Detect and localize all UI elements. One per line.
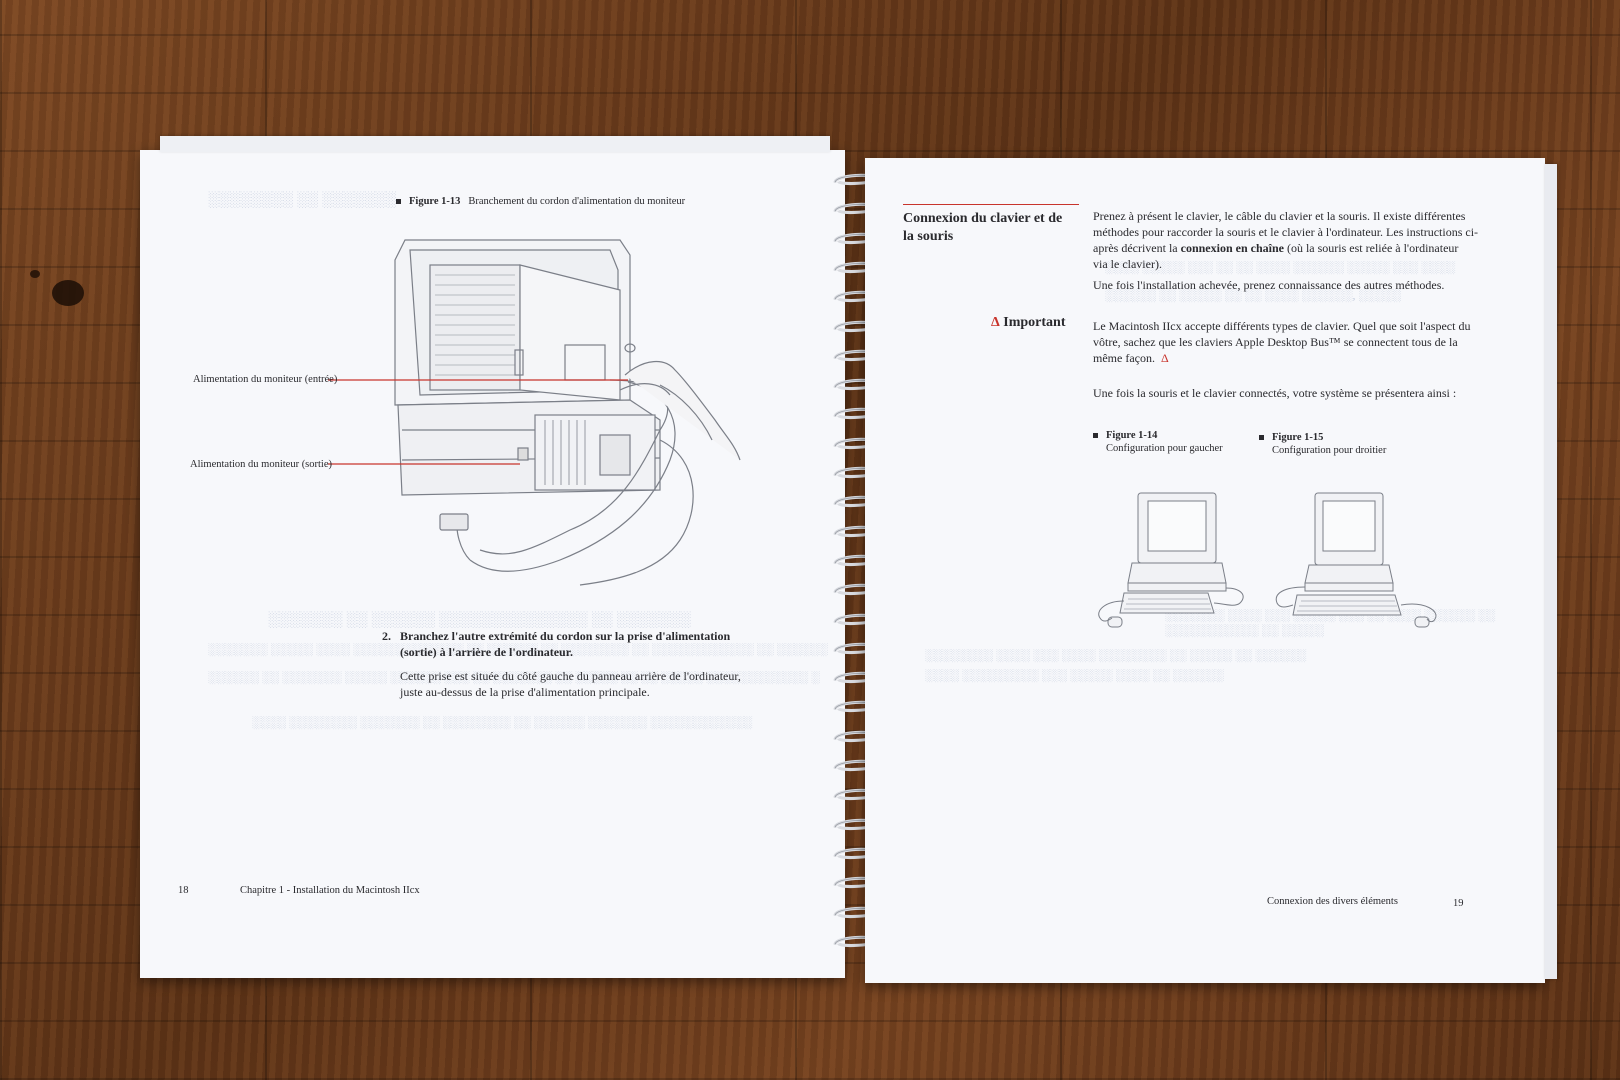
body-line: Cette prise est située du côté gauche du… [400,669,741,683]
page-number-right: 19 [1453,898,1464,909]
note-line: vôtre, sachez que les claviers Apple Des… [1093,335,1458,349]
important-note: Le Macintosh IIcx accepte différents typ… [1093,318,1533,366]
left-page: ░░░░░░░░ ░░ ░░░░░░░ ░░░░░░░ ░░ ░░░░░░ ░░… [140,136,845,978]
floor-stain [30,270,40,278]
left-page-footer: Chapitre 1 - Installation du Macintosh I… [240,885,420,896]
warning-triangle-icon: Δ [991,315,1000,330]
intro-line: méthodes pour raccorder la souris et le … [1093,225,1479,239]
show-through-text: ░░░░░░ ░░ ░░░░░ ░░ ░░ ░░░░ ░░░░░░, ░░░░░ [1105,288,1402,302]
important-text: Important [1003,315,1066,330]
figure-caption: Configuration pour droitier [1272,445,1387,456]
show-through-text: ░░░░░░░ ░░ ░░░░░░ ░░░░░░░░░░░░░░ ░░ ░░░░… [268,612,691,628]
show-through-text: ░░░░░░ ░░ ░░░░░░░ ░░░░░ ░░░░░░ ░░░ ░░ ░░… [208,670,820,684]
intro-line: Prenez à présent le clavier, le câble du… [1093,209,1466,223]
callout-monitor-power-in: Alimentation du moniteur (entrée) [193,374,338,385]
third-paragraph: Une fois la souris et le clavier connect… [1093,386,1457,400]
figure-1-15-caption: Figure 1-15 Configuration pour droitier [1259,432,1386,456]
macintosh-power-cord-illustration [328,239,741,586]
intro-text: après décrivent la [1093,241,1181,255]
note-text: même façon. [1093,351,1155,365]
figure-label: Figure 1-13 [409,196,461,207]
bullet-icon [1259,435,1264,441]
figure-label: Figure 1-14 [1106,430,1158,441]
show-through-text: ░░░░░░░ ░░░░░ ░░░░ ░░░░░░░░░░░░░ ░░ ░░░░… [208,642,828,656]
intro-line: après décrivent la connexion en chaîne (… [1093,240,1533,256]
right-page-footer: Connexion des divers éléments [1267,896,1398,907]
heading-line: la souris [903,229,954,244]
body-line: juste au-dessus de la prise d'alimentati… [400,685,650,699]
step-2-instruction: Branchez l'autre extrémité du cordon sur… [400,628,830,660]
callout-monitor-power-out: Alimentation du moniteur (sortie) [190,459,333,470]
page-number-left: 18 [178,885,189,896]
step-line: (sortie) à l'arrière de l'ordinateur. [400,645,573,659]
note-line: Le Macintosh IIcx accepte différents typ… [1093,319,1471,333]
second-paragraph: Une fois l'installation achevée, prenez … [1093,278,1445,292]
floor-stain [52,280,84,306]
intro-bold-text: connexion en chaîne [1180,241,1284,255]
heading-line: Connexion du clavier et de [903,211,1063,226]
figure-caption: Configuration pour gaucher [1106,443,1223,454]
step-line: Branchez l'autre extrémité du cordon sur… [400,629,731,643]
heading-rule [903,204,1079,205]
step-2-body: Cette prise est située du côté gauche du… [400,668,830,700]
intro-text: (où la souris est reliée à l'ordinateur [1283,241,1459,255]
step-2-number: 2. [382,629,391,643]
show-through-text: ░░░░ ░░░░░░░░░ ░░░ ░░░░░ ░░░░ ░░ ░░░░░░ [925,668,1224,682]
show-through-text: ░░░░ ░░░░░░░░ ░░░░░░░ ░░ ░░░░░░░░ ░░ ░░░… [252,715,753,729]
figure-1-14-caption: Figure 1-14 Configuration pour gaucher [1093,430,1223,454]
show-through-text: ░░░░ ░░░░░ ░░░ ░░ ░░ ░░░░ ░░░░░░ ░░░░░ ░… [1105,260,1456,274]
bullet-icon [396,199,401,205]
right-page: ░░░░ ░░░░░ ░░░ ░░ ░░ ░░░░ ░░░░░░ ░░░░░ ░… [865,158,1557,983]
right-handed-setup-illustration [1275,492,1437,628]
show-through-text: ░░░░░░░░ ░░ ░░░░░░░ [208,192,397,208]
warning-triangle-icon: Δ [1160,351,1169,365]
bullet-icon [1093,433,1098,439]
intro-paragraph: Prenez à présent le clavier, le câble du… [1093,208,1533,272]
figure-1-13-caption: Figure 1-13 Branchement du cordon d'alim… [396,196,685,207]
show-through-text: ░░░░░░░░ ░░░░ ░░░ ░░░░ ░░░░░░░░ ░░ ░░░░░… [925,648,1307,662]
note-line: même façon. Δ [1093,350,1533,366]
figure-label: Figure 1-15 [1272,432,1324,443]
section-heading: Connexion du clavier et de la souris [903,210,1093,246]
left-handed-setup-illustration [1098,492,1244,628]
figure-caption: Branchement du cordon d'alimentation du … [468,196,686,207]
important-label: Δ Important [991,315,1066,331]
intro-line: via le clavier). [1093,257,1162,271]
